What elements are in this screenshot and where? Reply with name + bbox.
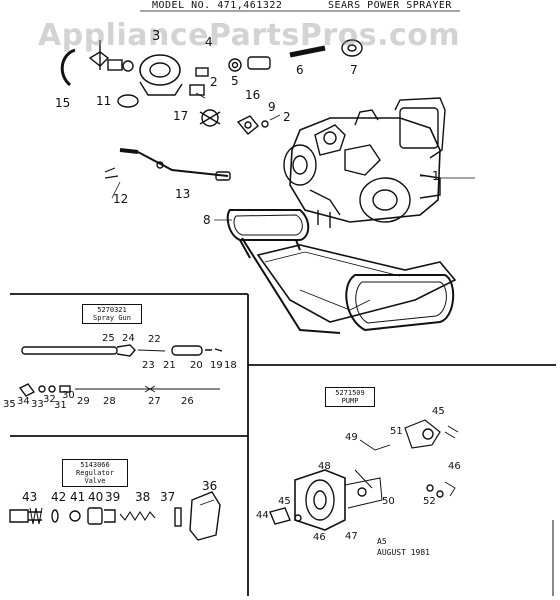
spray-gun-part-name: Spray Gun	[93, 314, 131, 322]
callout-top: 15	[55, 96, 71, 110]
callout-spray-gun: 25	[102, 333, 115, 344]
gun-and-hose-drawing	[104, 148, 231, 181]
callout-spray-gun: 30	[62, 390, 75, 401]
pump-part-box: 5271509 PUMP	[325, 387, 375, 407]
regulator-panel	[9, 436, 249, 596]
spray-gun-panel	[10, 293, 556, 437]
pump-part-name: PUMP	[341, 397, 359, 405]
callout-top: 13	[175, 187, 191, 201]
callout-top: 1	[432, 169, 440, 183]
spray-gun-part-number: 5270321	[97, 306, 127, 314]
callout-pump: 44	[256, 510, 269, 521]
callout-top: 17	[173, 109, 189, 123]
callout-top: 11	[96, 94, 112, 108]
callout-pump: 46	[448, 461, 461, 472]
callout-spray-gun: 27	[148, 396, 161, 407]
callout-pump: 47	[345, 531, 358, 542]
callout-regulator: 40	[88, 490, 104, 504]
callout-spray-gun: 24	[122, 333, 135, 344]
callout-spray-gun: 22	[148, 334, 161, 345]
callout-top: 5	[231, 74, 239, 88]
callout-pump: 48	[318, 461, 331, 472]
pump-part-number: 5271509	[335, 389, 365, 397]
callout-spray-gun: 23	[142, 360, 155, 371]
callout-top: 3	[152, 29, 161, 44]
callout-spray-gun: 28	[103, 396, 116, 407]
callout-regulator: 42	[51, 490, 67, 504]
pump-panel	[269, 419, 554, 596]
callout-regulator: 36	[202, 479, 218, 493]
watermark-text: AppliancePartsPros.com	[38, 18, 461, 53]
callout-regulator: 41	[70, 490, 86, 504]
footer-date: AUGUST 1981	[377, 548, 430, 557]
callout-spray-gun: 35	[3, 399, 16, 410]
callout-pump: 50	[382, 496, 395, 507]
engine-drawing	[283, 97, 475, 228]
regulator-valve-part-name: Regulator Valve	[76, 469, 114, 485]
callout-pump: 49	[345, 432, 358, 443]
top-small-parts	[60, 39, 363, 135]
callout-spray-gun: 34	[17, 396, 30, 407]
callout-spray-gun: 32	[43, 394, 56, 405]
callout-spray-gun: 26	[181, 396, 194, 407]
callout-pump: 45	[278, 496, 291, 507]
regulator-valve-part-box: 5143066 Regulator Valve	[62, 459, 128, 487]
callout-top: 12	[113, 192, 129, 206]
callout-spray-gun: 21	[163, 360, 176, 371]
callout-top: 9	[268, 100, 276, 114]
callout-top: 7	[350, 63, 358, 77]
callout-top: 8	[203, 213, 211, 227]
callout-spray-gun: 33	[31, 399, 44, 410]
callout-pump: 52	[423, 496, 436, 507]
callout-top: 6	[296, 63, 304, 77]
callout-regulator: 37	[160, 490, 176, 504]
footer-code: A5	[377, 537, 387, 546]
callout-top: 2	[283, 110, 291, 124]
callout-regulator: 43	[22, 490, 38, 504]
frame-cart-drawing	[226, 209, 457, 334]
callout-spray-gun: 19	[210, 360, 223, 371]
spray-gun-part-box: 5270321 Spray Gun	[82, 304, 142, 324]
callout-pump: 45	[432, 406, 445, 417]
callout-top: 4	[205, 35, 213, 49]
callout-top: 2	[210, 75, 218, 89]
product-title-header: SEARS POWER SPRAYER	[328, 0, 452, 11]
callout-regulator: 39	[105, 490, 121, 504]
callout-spray-gun: 29	[77, 396, 90, 407]
callout-spray-gun: 20	[190, 360, 203, 371]
regulator-valve-part-number: 5143066	[80, 461, 110, 469]
callout-top: 16	[245, 88, 261, 102]
callout-spray-gun: 31	[54, 400, 67, 411]
callout-regulator: 38	[135, 490, 151, 504]
callout-spray-gun: 18	[224, 360, 237, 371]
callout-pump: 51	[390, 426, 403, 437]
model-number-header: MODEL NO. 471,461322	[152, 0, 283, 11]
callout-pump: 46	[313, 532, 326, 543]
